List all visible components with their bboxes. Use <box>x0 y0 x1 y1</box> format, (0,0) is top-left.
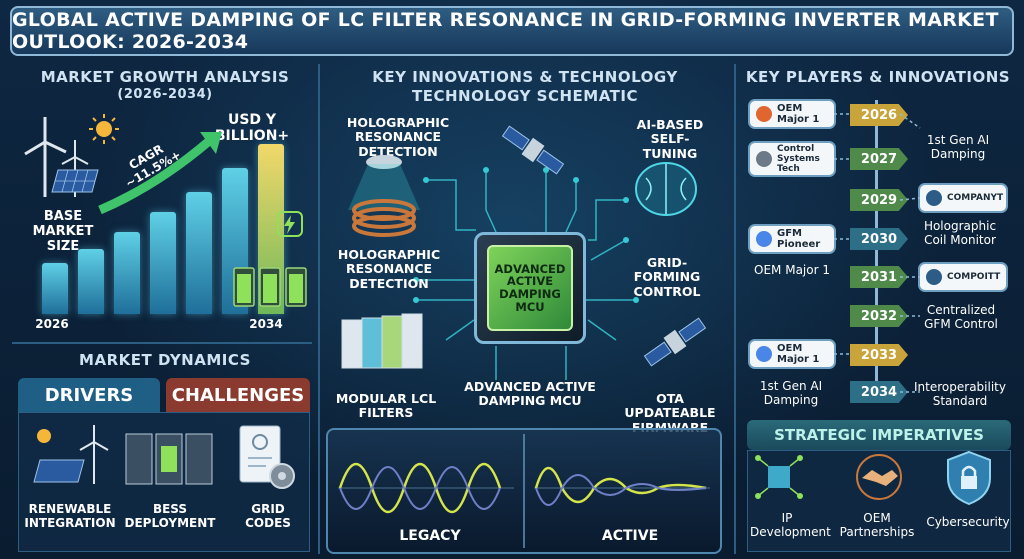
player-card-control-systems[interactable]: Control Systems Tech <box>750 143 834 175</box>
note-2026: 1st Gen AI Damping <box>926 133 990 161</box>
ip-network-icon <box>755 455 803 499</box>
player-card-label: OEM Major 1 <box>777 343 820 365</box>
year-2029: 2029 <box>850 189 908 211</box>
note-2029: Holographic Coil Monitor <box>923 219 997 247</box>
divider-growth-dynamics <box>12 342 312 344</box>
bess-icon <box>125 433 213 485</box>
satellite-icon <box>501 125 565 175</box>
year-2032: 2032 <box>850 305 908 327</box>
active-label: ACTIVE <box>601 528 659 544</box>
wind-turbine-icon <box>24 117 89 197</box>
driver-item-grid-codes: GRID CODES <box>245 502 291 530</box>
player-card-label: OEM Major 1 <box>777 103 820 125</box>
year-start-label: 2026 <box>35 317 69 331</box>
innovations-title: KEY INNOVATIONS & TECHNOLOGY <box>372 68 678 86</box>
solar-panel-icon <box>51 169 99 193</box>
players-title: KEY PLAYERS & INNOVATIONS <box>745 68 1011 86</box>
player-card-compoitt[interactable]: COMPOITT <box>920 264 1006 290</box>
strategic-item-ip: IP Development <box>750 511 831 539</box>
driver-item-renewable: RENEWABLE INTEGRATION <box>24 502 116 530</box>
growth-title: MARKET GROWTH ANALYSIS <box>40 68 290 86</box>
coil-icon <box>348 155 420 237</box>
mcu-chip: ADVANCED ACTIVE DAMPING MCU <box>474 232 586 344</box>
strategic-title: STRATEGIC IMPERATIVES <box>747 420 1011 450</box>
player-card-label: COMPANYT <box>947 193 1004 203</box>
ai-brain-icon <box>635 162 697 216</box>
divider-left <box>318 64 320 554</box>
title-banner: GLOBAL ACTIVE DAMPING OF LC FILTER RESON… <box>10 6 1014 56</box>
base-market-label: BASE MARKET SIZE <box>32 209 94 254</box>
growth-bar <box>186 192 212 314</box>
legacy-label: LEGACY <box>399 528 461 544</box>
mcu-label: ADVANCED ACTIVE DAMPING MCU <box>464 379 596 409</box>
year-2030: 2030 <box>850 228 908 250</box>
growth-bar <box>150 212 176 314</box>
holographic-mid-label: HOLOGRAPHIC RESONANCE DETECTION <box>337 247 441 291</box>
shield-lock-icon <box>947 450 991 506</box>
innovations-subtitle: TECHNOLOGY SCHEMATIC <box>412 87 638 105</box>
divider-right <box>734 64 736 554</box>
company-logo-icon <box>926 269 942 285</box>
growth-bar <box>78 249 104 314</box>
year-end-label: 2034 <box>249 317 283 331</box>
driver-item-bess: BESS DEPLOYMENT <box>124 502 216 530</box>
year-2034: 2034 <box>850 381 908 403</box>
player-card-gfm-pioneer[interactable]: GFM Pioneer <box>750 226 834 252</box>
year-2026: 2026 <box>850 104 908 126</box>
document-gear-icon <box>239 425 295 489</box>
mcu-chip-label: ADVANCED ACTIVE DAMPING MCU <box>487 245 573 331</box>
player-card-label: GFM Pioneer <box>777 228 821 250</box>
player-card-oem-major[interactable]: OEM Major 1 <box>750 101 834 127</box>
player-card-oem-major-2[interactable]: OEM Major 1 <box>750 341 834 367</box>
company-logo-icon <box>926 190 942 206</box>
filter-modules-icon <box>341 313 423 369</box>
renewable-icon <box>33 425 109 484</box>
growth-bar <box>42 263 68 314</box>
player-card-label: Control Systems Tech <box>777 144 820 174</box>
ai-tuning-label: AI-BASED SELF-TUNING <box>636 117 704 161</box>
growth-subtitle: (2026-2034) <box>117 87 213 102</box>
player-card-companyt[interactable]: COMPANYT <box>920 185 1006 211</box>
holographic-top-label: HOLOGRAPHIC RESONANCE DETECTION <box>346 115 450 159</box>
growth-arrow-icon <box>98 132 222 215</box>
note-2033: 1st Gen AI Damping <box>759 379 823 407</box>
note-2034: Interoperability Standard <box>914 380 1006 408</box>
company-logo-icon <box>756 106 772 122</box>
waveform-plot <box>338 434 710 548</box>
modular-label: MODULAR LCL FILTERS <box>335 391 437 421</box>
battery-icon <box>233 267 307 307</box>
player-card-label: COMPOITT <box>947 272 1001 282</box>
growth-bar <box>114 232 140 314</box>
gear-icon <box>756 151 772 167</box>
satellite-icon-2 <box>643 317 707 367</box>
handshake-icon <box>856 454 902 500</box>
note-2030: OEM Major 1 <box>754 263 830 277</box>
dynamics-title: MARKET DYNAMICS <box>79 351 251 369</box>
strategic-item-cyber: Cybersecurity <box>926 515 1010 529</box>
strategic-item-oem: OEM Partnerships <box>839 511 915 539</box>
timeline-connectors <box>834 113 921 393</box>
charging-icon <box>277 211 303 237</box>
circuit-traces <box>413 167 639 380</box>
year-2027: 2027 <box>850 148 908 170</box>
year-2031: 2031 <box>850 266 908 288</box>
tab-challenges[interactable]: CHALLENGES <box>166 378 310 412</box>
company-logo-icon <box>756 346 772 362</box>
company-logo-icon <box>756 231 772 247</box>
tab-drivers[interactable]: DRIVERS <box>18 378 160 412</box>
usd-label: USD Y BILLION+ <box>214 112 290 145</box>
note-2032: Centralized GFM Control <box>924 303 998 331</box>
timeline-spine <box>875 100 878 400</box>
year-2033: 2033 <box>850 344 908 366</box>
sun-icon <box>89 114 119 144</box>
grid-forming-label: GRID-FORMING CONTROL <box>633 255 701 299</box>
page-title: GLOBAL ACTIVE DAMPING OF LC FILTER RESON… <box>12 9 999 53</box>
